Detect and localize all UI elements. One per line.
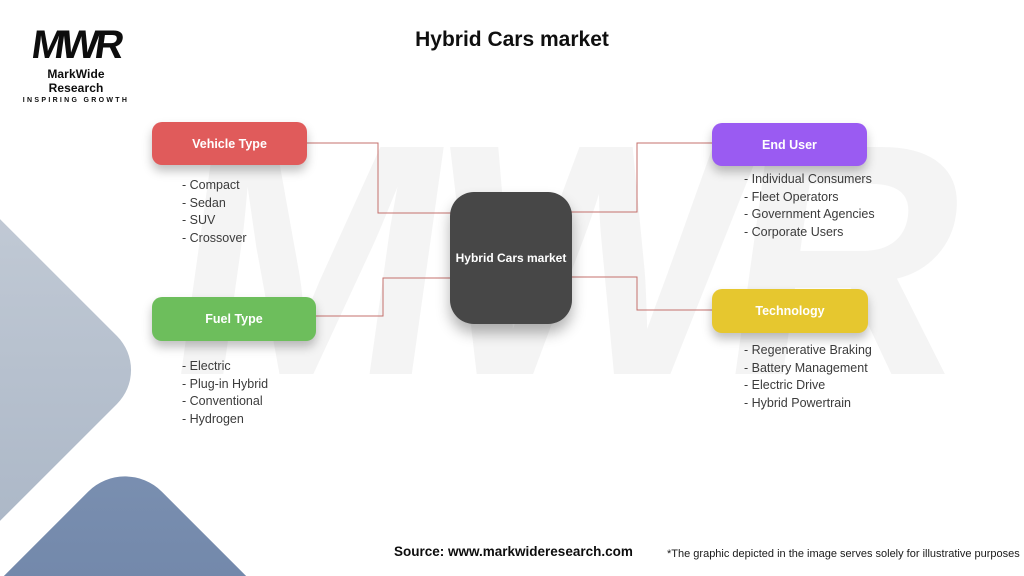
connector-fuel-type — [315, 277, 451, 317]
center-node: Hybrid Cars market — [450, 192, 572, 324]
list-item: - Individual Consumers — [744, 172, 872, 186]
list-item: - Corporate Users — [744, 224, 844, 239]
category-label: Technology — [755, 304, 825, 318]
list-item: - Battery Management — [744, 360, 868, 375]
disclaimer-text: *The graphic depicted in the image serve… — [667, 548, 1020, 560]
list-item: - Sedan — [182, 195, 226, 210]
logo-tagline: INSPIRING GROWTH — [22, 97, 130, 104]
category-label: End User — [762, 137, 817, 152]
list-item: - Conventional — [182, 394, 263, 408]
list-item: - Hydrogen — [182, 411, 244, 426]
list-item: - Electric — [182, 359, 231, 373]
source-text: Source: www.markwideresearch.com — [394, 544, 633, 559]
category-label: Vehicle Type — [192, 136, 267, 151]
category-list-fuel-type: - Electric - Plug-in Hybrid - Convention… — [182, 358, 268, 428]
category-list-vehicle-type: - Compact - Sedan - SUV - Crossover — [182, 177, 247, 247]
list-item: - Hybrid Powertrain — [744, 395, 851, 410]
category-list-technology: - Regenerative Braking - Battery Managem… — [744, 342, 872, 412]
markwide-logo: MWR MarkWide Research INSPIRING GROWTH — [20, 23, 132, 104]
page-title: Hybrid Cars market — [415, 28, 609, 51]
list-item: - SUV — [182, 213, 216, 227]
category-label: Fuel Type — [205, 312, 263, 326]
list-item: - Crossover — [182, 230, 247, 245]
category-box-technology: Technology — [712, 289, 868, 333]
category-box-vehicle-type: Vehicle Type — [152, 122, 307, 165]
connector-end-user — [571, 142, 713, 213]
list-item: - Regenerative Braking — [744, 343, 872, 357]
connector-technology — [571, 276, 713, 311]
center-node-label: Hybrid Cars market — [455, 251, 567, 265]
list-item: - Fleet Operators — [744, 189, 839, 204]
list-item: - Government Agencies — [744, 207, 875, 221]
category-box-end-user: End User — [712, 123, 867, 166]
list-item: - Electric Drive — [744, 378, 826, 392]
list-item: - Plug-in Hybrid — [182, 376, 269, 391]
connector-vehicle-type — [307, 142, 451, 214]
category-box-fuel-type: Fuel Type — [152, 297, 316, 341]
list-item: - Compact — [182, 178, 240, 192]
category-list-end-user: - Individual Consumers - Fleet Operators… — [744, 171, 875, 241]
logo-company-name: MarkWide Research — [47, 67, 105, 95]
